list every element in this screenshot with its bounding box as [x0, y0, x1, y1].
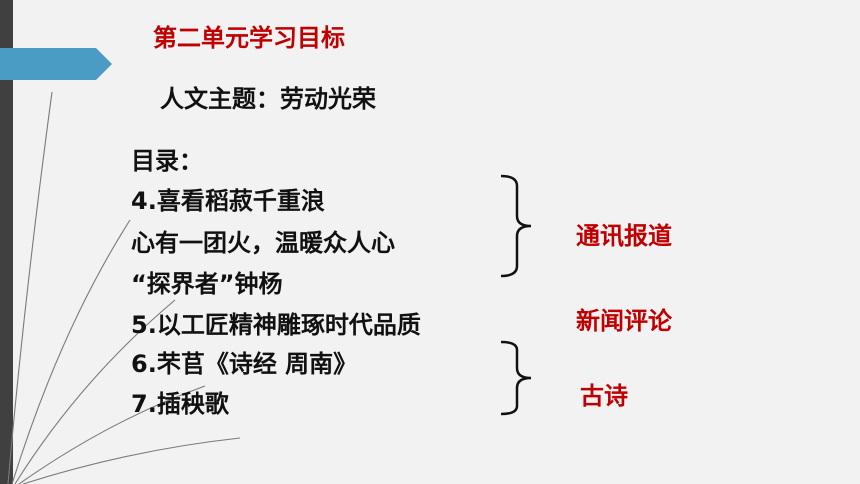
left-dark-strip	[0, 0, 13, 484]
theme-line: 人文主题：劳动光荣	[160, 79, 376, 114]
decorative-fan-lines	[7, 91, 241, 484]
theme-value: 劳动光荣	[280, 85, 376, 113]
label-news-commentary: 新闻评论	[576, 307, 672, 335]
toc-item-2: 心有一团火，温暖众人心	[131, 229, 395, 257]
toc-item-3: “探界者”钟杨	[131, 270, 283, 298]
blue-arrow-tab	[0, 48, 112, 80]
toc-item-1: 4.喜看稻菽千重浪	[131, 187, 325, 215]
toc-item-5: 6.芣苢《诗经 周南》	[131, 350, 358, 378]
toc-heading: 目录：	[131, 147, 203, 175]
right-brace-bottom	[500, 340, 532, 416]
label-news-report: 通讯报道	[576, 222, 672, 250]
theme-label: 人文主题：	[160, 85, 280, 113]
toc-item-4: 5.以工匠精神雕琢时代品质	[131, 311, 421, 339]
label-ancient-poetry: 古诗	[580, 382, 628, 410]
slide-title: 第二单元学习目标	[153, 24, 345, 52]
toc-item-6: 7.插秧歌	[131, 390, 229, 418]
right-brace-top	[500, 174, 532, 278]
